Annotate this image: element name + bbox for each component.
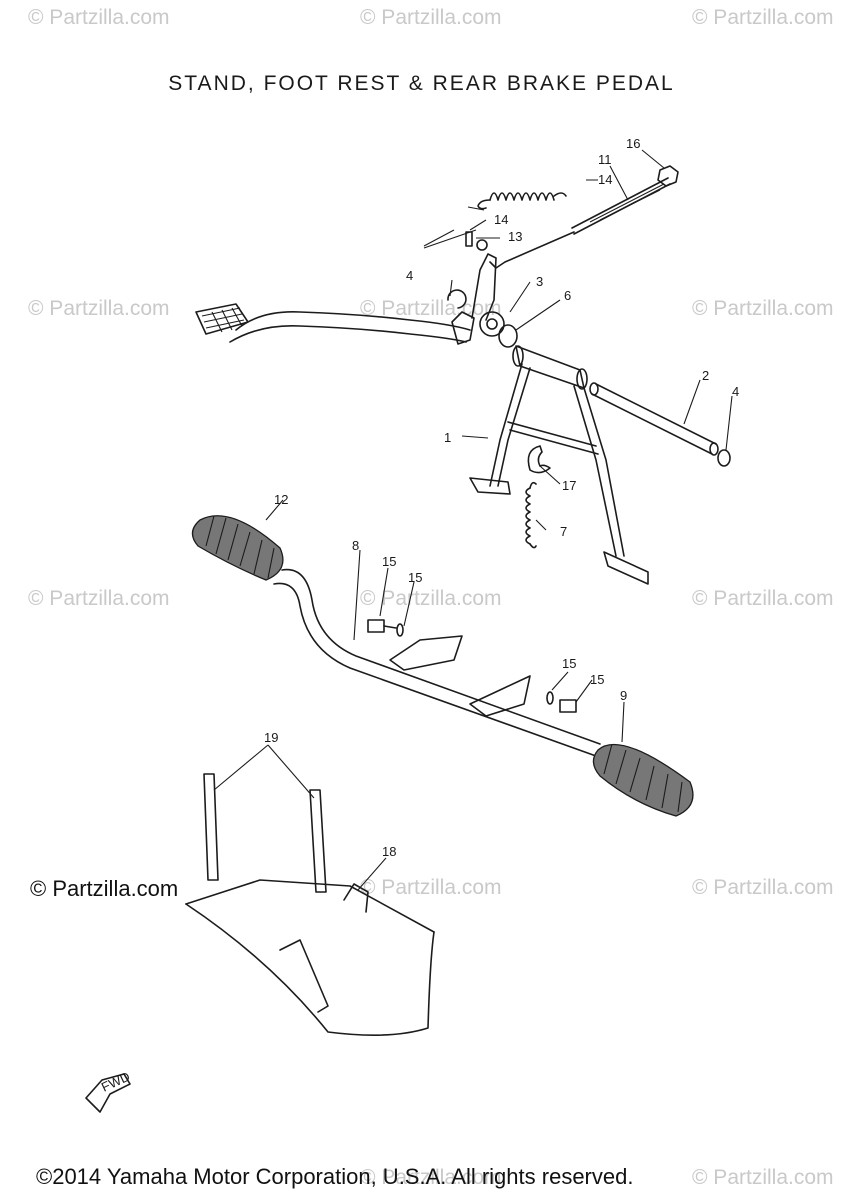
callout-4b: 4 (732, 384, 739, 399)
callout-8: 13 (508, 229, 522, 244)
part-footrest-rubber-12 (592, 743, 694, 817)
callout-13: 12 (274, 492, 288, 507)
part-circlip-4 (447, 289, 467, 309)
callout-4: 4 (406, 268, 413, 283)
callout-19: 19 (264, 730, 278, 745)
part-brake-pedal (195, 253, 505, 345)
callout-10: 14 (598, 172, 612, 187)
watermark: © Partzilla.com (28, 587, 170, 610)
part-bracket-19 (203, 773, 327, 893)
part-bolt-14 (559, 699, 577, 713)
watermark: © Partzilla.com (692, 297, 834, 320)
part-footrest-bar-11 (273, 568, 601, 757)
callout-3: 3 (536, 274, 543, 289)
callout-14b: 15 (590, 672, 604, 687)
part-washer-15 (396, 623, 404, 637)
watermark: © Partzilla.com (28, 297, 170, 320)
watermark: © Partzilla.com (692, 1166, 834, 1189)
part-bolt-14 (367, 619, 397, 633)
part-washer-5 (498, 324, 518, 348)
callout-12: 9 (620, 688, 627, 703)
part-washer-15 (546, 691, 554, 705)
callout-2: 2 (702, 368, 709, 383)
watermark: © Partzilla.com (692, 876, 834, 899)
callout-15: 15 (408, 570, 422, 585)
part-under-guard-18 (185, 879, 435, 1036)
callout-5: 6 (564, 288, 571, 303)
part-nut-16 (657, 165, 679, 187)
part-stand-shaft-2 (589, 382, 731, 467)
part-pin-8-9 (465, 231, 488, 251)
part-main-stand-1 (469, 345, 649, 585)
part-spring-10 (477, 192, 567, 210)
callout-9: 14 (494, 212, 508, 227)
brand-label: © Partzilla.com (30, 876, 179, 901)
part-footrest-rubber-13 (191, 515, 284, 581)
part-spring-6 (525, 481, 537, 549)
callout-6: 7 (560, 524, 567, 539)
watermark: © Partzilla.com (28, 6, 170, 29)
callout-7: 11 (598, 152, 612, 167)
part-brake-rod-7 (489, 177, 671, 269)
callout-18: 18 (382, 844, 396, 859)
watermark: © Partzilla.com (360, 876, 502, 899)
callout-14: 15 (382, 554, 396, 569)
fwd-arrow-icon: FWD (85, 1069, 132, 1113)
callout-16: 16 (626, 136, 640, 151)
watermark: © Partzilla.com (692, 587, 834, 610)
watermark: © Partzilla.com (360, 1166, 502, 1189)
watermark: © Partzilla.com (360, 6, 502, 29)
callout-11: 8 (352, 538, 359, 553)
watermark: © Partzilla.com (360, 587, 502, 610)
callout-1: 1 (444, 430, 451, 445)
copyright-notice: ©2014 Yamaha Motor Corporation, U.S.A. A… (36, 1164, 634, 1189)
callout-17: 17 (562, 478, 576, 493)
callout-15b: 15 (562, 656, 576, 671)
watermark: © Partzilla.com (692, 6, 834, 29)
part-clip-17 (527, 445, 551, 474)
diagram-title: STAND, FOOT REST & REAR BRAKE PEDAL (168, 72, 675, 95)
